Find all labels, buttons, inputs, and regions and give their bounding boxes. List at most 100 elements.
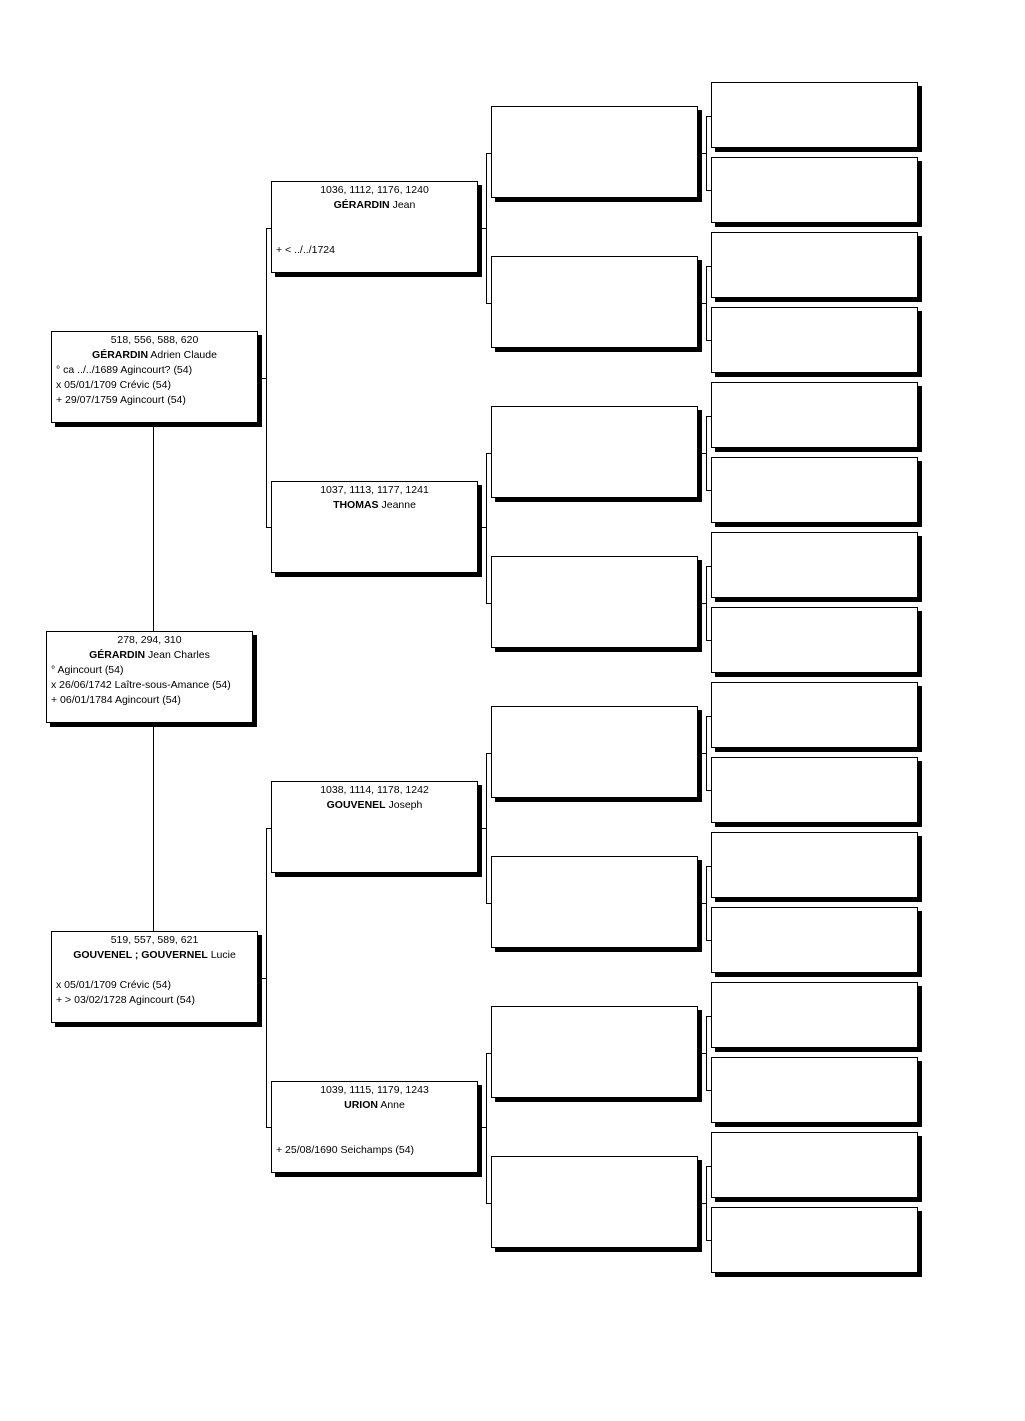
connector-line: [486, 303, 492, 304]
marriage-event: [276, 1128, 473, 1143]
connector-line: [706, 866, 707, 941]
marriage-event: x 26/06/1742 Laître-sous-Amance (54): [51, 679, 231, 691]
person-surname: GÉRARDIN: [333, 199, 390, 211]
empty-person-box[interactable]: [711, 157, 918, 223]
death-event: + < ../../1724: [276, 244, 335, 256]
person-surname: URION: [344, 1099, 378, 1111]
connector-line: [706, 940, 712, 941]
connector-line: [486, 1053, 487, 1204]
connector-line: [486, 753, 487, 904]
connector-line: [486, 153, 487, 304]
connector-line: [706, 790, 712, 791]
connector-line: [701, 303, 707, 304]
birth-event: [276, 1113, 473, 1128]
empty-person-box[interactable]: [711, 82, 918, 148]
empty-person-box[interactable]: [491, 1006, 698, 1098]
connector-line: [706, 1016, 712, 1017]
connector-line: [481, 228, 487, 229]
empty-person-box[interactable]: [711, 1207, 918, 1273]
empty-person-box[interactable]: [711, 232, 918, 298]
death-event: + 29/07/1759 Agincourt (54): [56, 394, 186, 406]
connector-line: [706, 416, 712, 417]
empty-person-box[interactable]: [711, 757, 918, 823]
connector-line: [706, 866, 712, 867]
person-box-maternal-grandmother[interactable]: 1039, 1115, 1179, 1243 URION Anne + 25/0…: [271, 1081, 478, 1173]
empty-person-box[interactable]: [711, 607, 918, 673]
person-box-maternal-grandfather[interactable]: 1038, 1114, 1178, 1242 GOUVENEL Joseph: [271, 781, 478, 873]
person-ids: 519, 557, 589, 621: [110, 934, 199, 946]
connector-line: [266, 228, 267, 528]
connector-line: [706, 1166, 712, 1167]
birth-event: ° Agincourt (54): [51, 664, 124, 676]
connector-line: [706, 1016, 707, 1091]
connector-line: [153, 724, 154, 932]
person-given-name: Jean Charles: [148, 649, 210, 661]
connector-line: [706, 190, 712, 191]
connector-line: [701, 1203, 707, 1204]
empty-person-box[interactable]: [711, 907, 918, 973]
connector-line: [706, 566, 712, 567]
person-surname: GOUVENEL ; GOUVERNEL: [73, 949, 208, 961]
empty-person-box[interactable]: [491, 556, 698, 648]
death-event: + 25/08/1690 Seichamps (54): [276, 1144, 415, 1156]
connector-line: [706, 1240, 712, 1241]
connector-line: [486, 1053, 492, 1054]
connector-line: [701, 753, 707, 754]
marriage-event: [276, 228, 473, 243]
death-event: + 06/01/1784 Agincourt (54): [51, 694, 181, 706]
empty-person-box[interactable]: [711, 457, 918, 523]
empty-person-box[interactable]: [711, 1132, 918, 1198]
person-ids: 278, 294, 310: [117, 634, 182, 646]
connector-line: [261, 378, 267, 379]
empty-person-box[interactable]: [491, 856, 698, 948]
connector-line: [481, 828, 487, 829]
birth-event: ° ca ../../1689 Agincourt? (54): [56, 364, 193, 376]
person-name: URION Anne: [276, 1098, 473, 1113]
person-ids: 1039, 1115, 1179, 1243: [320, 1084, 429, 1096]
connector-line: [706, 116, 712, 117]
empty-person-box[interactable]: [491, 1156, 698, 1248]
connector-line: [266, 828, 267, 1128]
empty-person-box[interactable]: [491, 106, 698, 198]
person-given-name: Lucie: [210, 949, 236, 961]
empty-person-box[interactable]: [711, 982, 918, 1048]
person-box-paternal-grandfather[interactable]: 1036, 1112, 1176, 1240 GÉRARDIN Jean + <…: [271, 181, 478, 273]
connector-line: [701, 603, 707, 604]
empty-person-box[interactable]: [711, 832, 918, 898]
person-box-mother[interactable]: 519, 557, 589, 621 GOUVENEL ; GOUVERNEL …: [51, 931, 258, 1023]
connector-line: [706, 116, 707, 191]
person-ids: 518, 556, 588, 620: [110, 334, 199, 346]
connector-line: [266, 228, 272, 229]
empty-person-box[interactable]: [491, 706, 698, 798]
person-name: GÉRARDIN Adrien Claude: [56, 348, 253, 363]
empty-person-box[interactable]: [711, 382, 918, 448]
person-given-name: Jeanne: [381, 499, 416, 511]
person-surname: THOMAS: [333, 499, 379, 511]
connector-line: [266, 527, 272, 528]
birth-event: [276, 213, 473, 228]
connector-line: [153, 424, 154, 632]
person-box-paternal-grandmother[interactable]: 1037, 1113, 1177, 1241 THOMAS Jeanne: [271, 481, 478, 573]
empty-person-box[interactable]: [711, 532, 918, 598]
empty-person-box[interactable]: [711, 1057, 918, 1123]
person-surname: GOUVENEL: [326, 799, 386, 811]
person-given-name: Anne: [380, 1099, 405, 1111]
connector-line: [486, 453, 492, 454]
person-name: GOUVENEL Joseph: [276, 798, 473, 813]
empty-person-box[interactable]: [491, 406, 698, 498]
connector-line: [706, 716, 707, 791]
connector-line: [706, 716, 712, 717]
person-name: THOMAS Jeanne: [276, 498, 473, 513]
death-event: + > 03/02/1728 Agincourt (54): [56, 994, 195, 1006]
person-box-root[interactable]: 278, 294, 310 GÉRARDIN Jean Charles ° Ag…: [46, 631, 253, 723]
empty-person-box[interactable]: [491, 256, 698, 348]
connector-line: [486, 903, 492, 904]
empty-person-box[interactable]: [711, 307, 918, 373]
connector-line: [706, 340, 712, 341]
connector-line: [266, 1127, 272, 1128]
connector-line: [486, 753, 492, 754]
empty-person-box[interactable]: [711, 682, 918, 748]
connector-line: [266, 828, 272, 829]
person-box-father[interactable]: 518, 556, 588, 620 GÉRARDIN Adrien Claud…: [51, 331, 258, 423]
person-name: GÉRARDIN Jean: [276, 198, 473, 213]
